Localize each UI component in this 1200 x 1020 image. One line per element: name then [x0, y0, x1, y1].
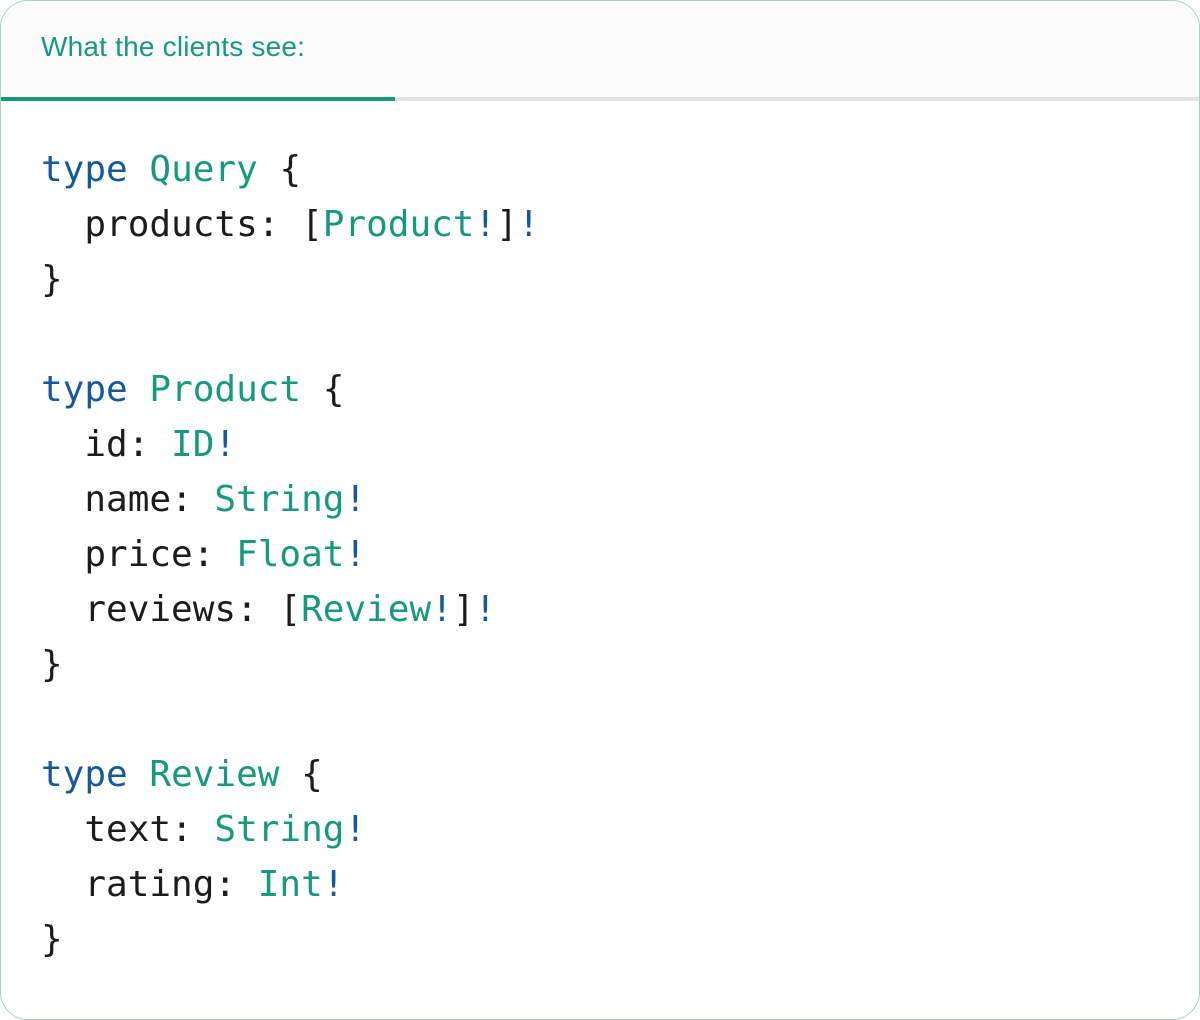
code-token-bang: !: [517, 204, 540, 245]
code-line: id: ID!: [41, 417, 1159, 472]
code-token-bang: !: [214, 424, 237, 465]
code-token-plain: }: [41, 919, 63, 960]
code-token-bang: !: [322, 864, 345, 905]
code-token-type: Query: [149, 149, 258, 190]
code-token-plain: }: [41, 259, 63, 300]
code-token-plain: {: [301, 369, 345, 410]
code-token-type: ID: [171, 424, 215, 465]
code-line: type Review {: [41, 747, 1159, 802]
code-line: }: [41, 637, 1159, 692]
code-token-plain: id:: [41, 424, 172, 465]
code-token-bang: !: [344, 479, 367, 520]
code-token-bang: !: [431, 589, 453, 630]
code-token-type: Int: [257, 864, 323, 905]
code-token-type: Product: [149, 369, 302, 410]
code-token-plain: text:: [41, 809, 215, 850]
code-token-type: String: [214, 809, 345, 850]
code-line: products: [Product!]!: [41, 197, 1159, 252]
code-line: type Query {: [41, 142, 1159, 197]
code-token-plain: price:: [41, 534, 237, 575]
code-token-plain: rating:: [41, 864, 258, 905]
code-token-plain: {: [257, 149, 302, 190]
code-token-plain: [128, 369, 150, 410]
code-line: reviews: [Review!]!: [41, 582, 1159, 637]
code-token-plain: {: [279, 754, 323, 795]
code-token-plain: name:: [41, 479, 215, 520]
tab-what-clients-see[interactable]: What the clients see:: [1, 1, 395, 101]
code-token-bang: !: [344, 534, 367, 575]
code-token-plain: products: [: [41, 204, 323, 245]
code-token-kw: type: [41, 754, 128, 795]
code-line: text: String!: [41, 802, 1159, 857]
code-token-plain: }: [41, 644, 63, 685]
code-token-plain: ]: [452, 589, 475, 630]
code-line: name: String!: [41, 472, 1159, 527]
code-token-kw: type: [41, 149, 128, 190]
graphql-schema-code-block: type Query { products: [Product!]!}type …: [1, 101, 1199, 967]
code-line: }: [41, 912, 1159, 967]
code-line: type Product {: [41, 362, 1159, 417]
code-token-kw: type: [41, 369, 128, 410]
code-token-type: Product: [322, 204, 475, 245]
code-token-plain: [128, 754, 150, 795]
code-line: [41, 692, 1159, 747]
code-token-type: Float: [236, 534, 345, 575]
code-token-type: Review: [149, 754, 280, 795]
code-token-type: String: [214, 479, 345, 520]
code-token-plain: reviews: [: [41, 589, 302, 630]
tab-bar: What the clients see:: [1, 1, 1199, 101]
code-token-bang: !: [344, 809, 367, 850]
code-token-plain: ]: [496, 204, 518, 245]
code-line: [41, 307, 1159, 362]
code-token-bang: !: [474, 204, 497, 245]
code-line: price: Float!: [41, 527, 1159, 582]
code-token-bang: !: [474, 589, 497, 630]
code-line: }: [41, 252, 1159, 307]
code-line: rating: Int!: [41, 857, 1159, 912]
tab-what-clients-see-label: What the clients see:: [41, 31, 306, 62]
code-token-plain: [128, 149, 150, 190]
code-token-type: Review: [301, 589, 432, 630]
